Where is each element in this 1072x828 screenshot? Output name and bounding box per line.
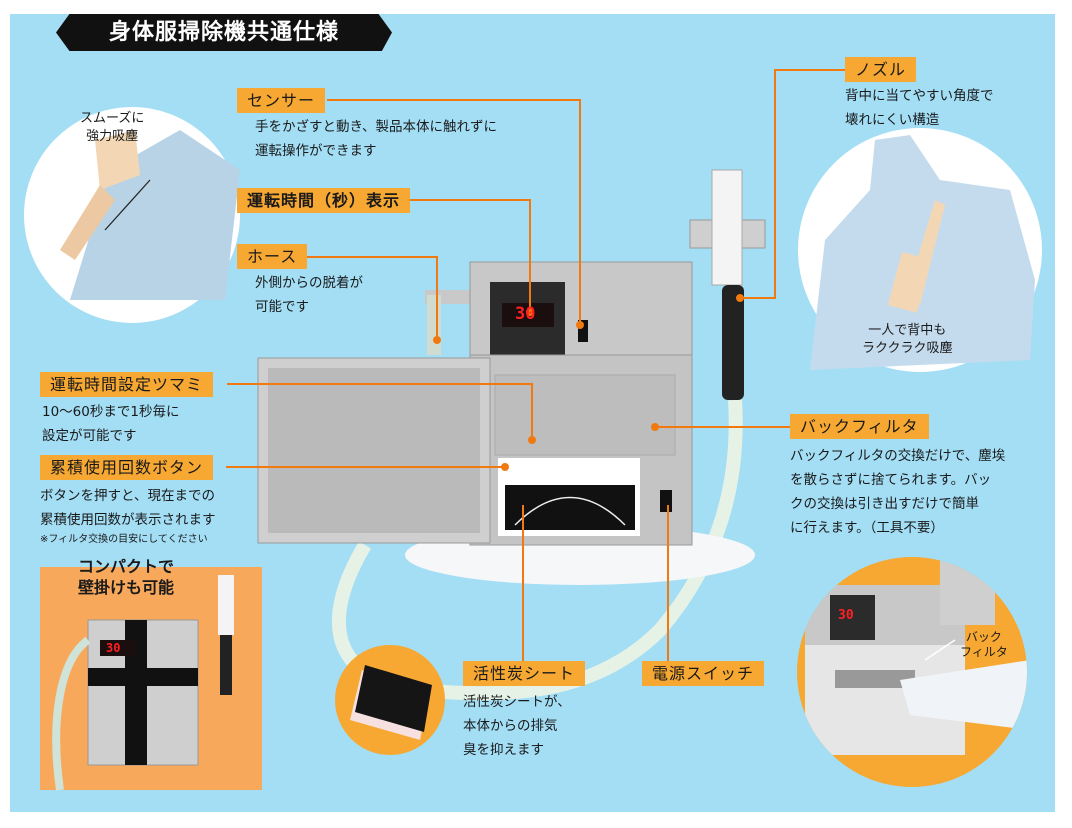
display-label: 運転時間（秒）表示 (237, 188, 411, 213)
carbon-desc: 活性炭シートが、本体からの排気臭を抑えます (463, 694, 571, 758)
counter-desc: ボタンを押すと、現在までの累積使用回数が表示されます (40, 488, 216, 528)
counter-label: 累積使用回数ボタン (40, 455, 214, 480)
carbon-label: 活性炭シート (463, 661, 586, 686)
nozzle-desc: 背中に当てやすい角度で壊れにくい構造 (845, 88, 994, 128)
knob-desc: 10～60秒まで1秒毎に設定が可能です (42, 404, 180, 444)
wall-caption: コンパクトで壁掛けも可能 (78, 557, 175, 597)
hose-desc: 外側からの脱着が可能です (255, 275, 363, 315)
power-switch-label: 電源スイッチ (642, 661, 765, 686)
hose-label: ホース (237, 244, 308, 269)
back-caption: 一人で背中もラククラク吸塵 (862, 323, 953, 356)
bag-filter-desc: バックフィルタの交換だけで、塵埃を散らさずに捨てられます。バックの交換は引き出す… (790, 448, 1006, 536)
filter-inset-caption: バックフィルタ (960, 630, 1008, 659)
inset-time-display: 30 (838, 608, 854, 623)
counter-note: ※フィルタ交換の目安にしてください (40, 534, 208, 545)
knob-label: 運転時間設定ツマミ (40, 372, 214, 397)
sensor-label: センサー (237, 88, 326, 113)
page-title: 身体服掃除機共通仕様 (56, 14, 392, 51)
nozzle-label: ノズル (845, 57, 917, 82)
bag-filter-label: バックフィルタ (790, 414, 929, 439)
callout-lines (226, 69, 845, 661)
wall-time-display: 30 (106, 641, 121, 655)
time-display: 30 (515, 304, 536, 324)
sleeve-caption: スムーズに強力吸塵 (80, 111, 145, 144)
sensor-desc: 手をかざすと動き、製品本体に触れずに運転操作ができます (255, 119, 498, 159)
